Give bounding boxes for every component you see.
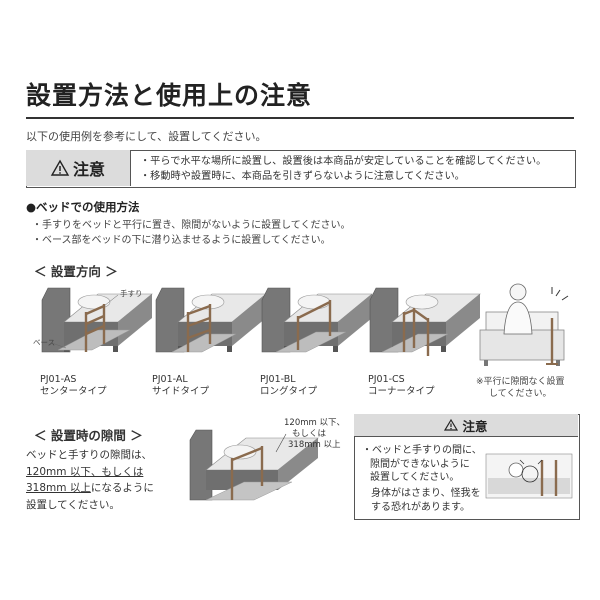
model-caption: PJ01-BL ロングタイプ xyxy=(260,374,317,398)
gap-heading: ＜ 設置時の隙間 ＞ xyxy=(34,428,143,443)
model-code: PJ01-AS xyxy=(40,374,77,385)
base-plate xyxy=(57,329,131,351)
caution-line: 身体がはさまり、怪我を xyxy=(371,488,481,499)
model-type: ロングタイプ xyxy=(260,386,318,397)
model-caption: PJ01-CS コーナータイプ xyxy=(368,374,435,398)
caution-label-text: 注意 xyxy=(72,160,105,179)
bed-usage-bullets: ・手すりをベッドと平行に置き、隙間がないように設置してください。 ・ベース部をベ… xyxy=(32,218,351,248)
gap-label: 318mm 以上 xyxy=(288,440,341,450)
gap-line: 設置してください。 xyxy=(26,498,120,511)
gap-text: ベッドと手すりの隙間は、 120mm 以下、もしくは 318mm 以上になるよう… xyxy=(26,447,154,513)
warning-icon xyxy=(444,418,459,431)
caution-line: ・ベッドと手すりの間に、 xyxy=(362,445,482,456)
note-line: してください。 xyxy=(489,389,552,399)
handrail xyxy=(186,304,212,352)
model-type: センタータイプ xyxy=(40,386,107,397)
gap-line-rest: になるように xyxy=(90,482,154,494)
model-code: PJ01-CS xyxy=(368,374,405,385)
bed-illustration-long xyxy=(261,287,373,353)
caution-label: 注意 xyxy=(26,150,131,186)
handrail xyxy=(84,304,106,352)
person-head xyxy=(509,283,527,301)
caution-line: 設置してください。 xyxy=(370,472,460,483)
model-code: PJ01-AL xyxy=(152,374,188,385)
caution-bottom-label: 注意 xyxy=(462,418,488,434)
model-code: PJ01-BL xyxy=(260,374,296,385)
base-label: ベース xyxy=(33,338,55,347)
bed-illustration-corner xyxy=(369,287,481,356)
bullet-line: ・ベース部をベッドの下に潜り込ませるように設置してください。 xyxy=(32,235,331,246)
alert-mark xyxy=(551,287,569,301)
handrail xyxy=(402,308,430,356)
model-type: サイドタイプ xyxy=(152,386,210,397)
model-type: コーナータイプ xyxy=(368,386,435,397)
intro-text: 以下の使用例を参考にして、設置してください。 xyxy=(26,130,267,143)
model-caption: PJ01-AS センタータイプ xyxy=(40,374,107,398)
warning-icon xyxy=(50,159,70,176)
bed-illustration-side xyxy=(155,287,267,353)
orientation-note: ※平行に隙間なく設置 してください。 xyxy=(476,376,565,400)
handrail-label: 手すり xyxy=(120,288,143,298)
gap-line-underlined: 120mm 以下、もしくは xyxy=(26,465,144,478)
base-plate xyxy=(171,333,237,353)
caution-line: 隙間ができないように xyxy=(370,458,470,470)
title-underline xyxy=(26,117,574,119)
bullet-line: ・手すりをベッドと平行に置き、隙間がないように設置してください。 xyxy=(32,220,351,231)
orientation-heading: ＜ 設置方向 ＞ xyxy=(34,264,118,279)
sofa-illustration xyxy=(479,283,569,366)
handrail xyxy=(296,300,332,350)
caution-bottom-header: 注意 xyxy=(354,414,578,437)
gap-line: ベッドと手すりの隙間は、 xyxy=(26,449,152,461)
base-plate xyxy=(275,331,347,353)
page-title: 設置方法と使用上の注意 xyxy=(26,81,313,110)
caution-lines: ・平らで水平な場所に設置し、設置後は本商品が安定していることを確認してください。… xyxy=(140,154,546,184)
gap-label: 120mm 以下、 xyxy=(284,418,345,428)
person-body xyxy=(503,301,533,335)
bed-illustration-center: 手すり ベース xyxy=(33,287,153,353)
note-line: ※平行に隙間なく設置 xyxy=(476,377,565,387)
caution-bottom-reason: 身体がはさまり、怪我を する恐れがあります。 xyxy=(371,487,481,514)
caution-bottom-lines: ・ベッドと手すりの間に、 隙間ができないように 設置してください。 xyxy=(362,444,482,485)
gap-line-underlined: 318mm 以上 xyxy=(26,482,91,494)
gap-label: もしくは xyxy=(292,429,327,439)
bed-usage-heading: ●ベッドでの使用方法 xyxy=(26,200,140,214)
caution-line: する恐れがあります。 xyxy=(371,501,470,513)
caution-line: ・平らで水平な場所に設置し、設置後は本商品が安定していることを確認してください。 xyxy=(140,156,547,167)
model-caption: PJ01-AL サイドタイプ xyxy=(152,374,209,398)
caution-line: ・移動時や設置時に、本商品を引きずらないように注意してください。 xyxy=(140,171,465,182)
base-plate xyxy=(381,333,449,353)
gap-diagram: 120mm 以下、 もしくは 318mm 以上 xyxy=(189,418,345,501)
